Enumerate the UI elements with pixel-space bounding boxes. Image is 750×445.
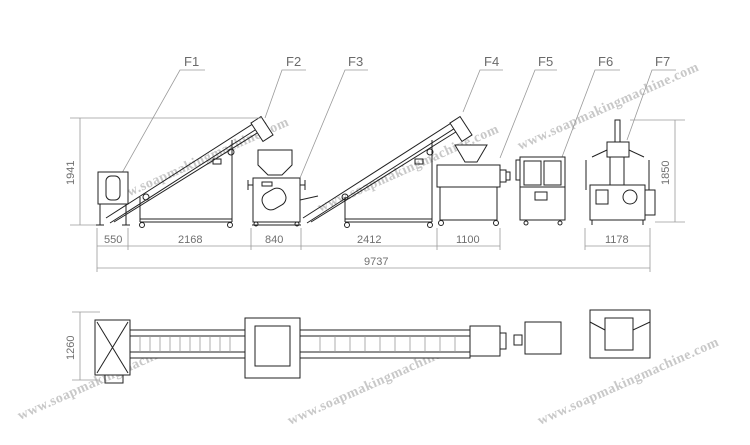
dim-total: 9737: [364, 256, 388, 268]
conveyor-2: [299, 115, 473, 228]
dim-840: 840: [265, 234, 283, 246]
elevation-view: [96, 115, 656, 228]
dim-2168: 2168: [178, 234, 202, 246]
dim-plan-width: 1260: [65, 336, 77, 360]
label-f4: F4: [484, 54, 499, 69]
label-f5: F5: [538, 54, 553, 69]
dim-1178: 1178: [605, 234, 629, 246]
callouts: F1 F2 F3 F4 F5 F6 F7: [117, 54, 676, 181]
label-f6: F6: [598, 54, 613, 69]
dim-550: 550: [104, 234, 122, 246]
machine-f2: [247, 149, 306, 227]
watermark: www.soapmakingmachine.com: [516, 60, 702, 154]
label-f3: F3: [348, 54, 363, 69]
machine-f6: [515, 156, 566, 226]
machine-f1: [96, 171, 130, 226]
conveyor-1: [105, 115, 274, 228]
plan-view: 1260: [65, 309, 651, 384]
dim-1100: 1100: [456, 234, 480, 246]
dim-2412: 2412: [357, 234, 381, 246]
label-f2: F2: [286, 54, 301, 69]
label-f1: F1: [184, 54, 199, 69]
dim-height-left: 1941: [65, 161, 77, 185]
machine-f4: [436, 144, 511, 226]
machine-f7: [585, 119, 656, 225]
label-f7: F7: [655, 54, 670, 69]
dimensions: 550 2168 840 2412 1100 1178 9737 1941 18…: [65, 117, 685, 272]
dim-height-right: 1850: [660, 161, 672, 185]
